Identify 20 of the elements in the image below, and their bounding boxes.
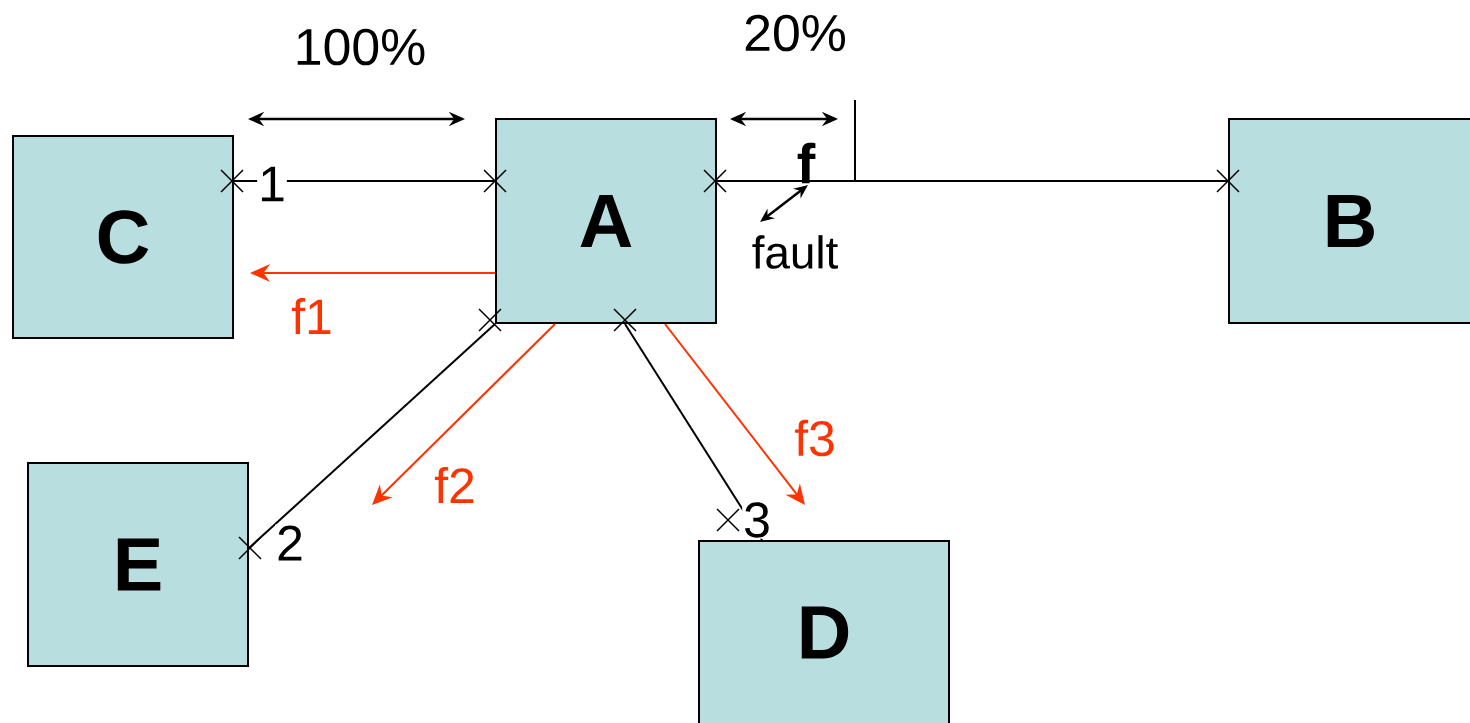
edge-label: f2	[433, 465, 477, 504]
edge-label: 1	[257, 165, 287, 203]
edge-label: 2	[275, 524, 305, 562]
connector	[248, 323, 496, 549]
node-box: A	[495, 118, 717, 324]
connector	[716, 180, 1229, 182]
node-box: B	[1228, 118, 1470, 324]
connector	[624, 323, 763, 541]
edge-label: f1	[290, 296, 334, 335]
edge-label: 3	[742, 501, 772, 539]
node-box: E	[27, 462, 249, 667]
connector	[233, 180, 496, 182]
dimension-label: 20%	[745, 14, 845, 52]
connector	[372, 323, 556, 505]
node-box: C	[12, 135, 234, 339]
dimension-label: 100%	[297, 28, 425, 66]
edge-label: f3	[793, 418, 837, 458]
connector	[664, 323, 805, 505]
node-box: D	[698, 540, 950, 723]
fault-label: f	[797, 142, 816, 184]
